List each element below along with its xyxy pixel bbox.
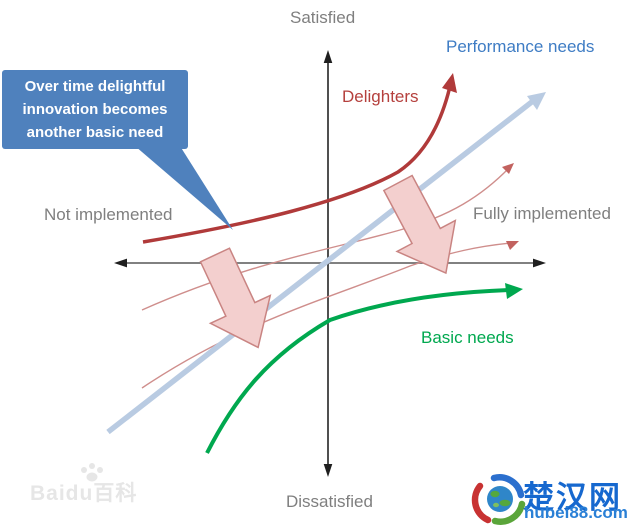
axis-arrow-up-icon (323, 50, 333, 63)
axis-arrow-down-icon (323, 464, 333, 477)
axis-label-dissatisfied: Dissatisfied (286, 492, 373, 511)
axis-label-satisfied: Satisfied (290, 8, 356, 27)
small-arrowhead-icon (506, 241, 519, 250)
basic-needs-label: Basic needs (421, 328, 514, 347)
basic-needs-curve (205, 283, 523, 454)
callout-tail (135, 146, 233, 230)
paw-icon (81, 463, 103, 482)
basic-arrowhead-icon (505, 283, 523, 299)
hubei88-site-url: hubei88.com (524, 503, 628, 522)
performance-needs-line (106, 92, 546, 435)
axis-arrow-right-icon (533, 258, 546, 268)
delighters-curve (142, 73, 457, 244)
decline-arrow-right-icon (382, 174, 457, 275)
horizontal-axis (114, 258, 546, 268)
performance-arrowhead-icon (527, 92, 546, 110)
delighters-arrowhead-icon (442, 73, 457, 93)
transition-curve-lower (141, 241, 519, 389)
axis-arrow-left-icon (114, 258, 127, 268)
baidu-watermark: Baidu百科 (30, 482, 138, 505)
axis-label-fully-implemented: Fully implemented (473, 204, 611, 223)
globe-swirl-icon (471, 474, 526, 525)
hubei88-site-name: 楚汉网 (523, 480, 622, 515)
callout-box: Over time delightful innovation becomes … (2, 70, 188, 149)
performance-needs-label: Performance needs (446, 37, 595, 56)
axis-label-not-implemented: Not implemented (44, 205, 173, 224)
small-arrowhead-icon (502, 163, 514, 174)
delighters-label: Delighters (342, 87, 419, 106)
decline-arrow-left-icon (199, 247, 272, 349)
